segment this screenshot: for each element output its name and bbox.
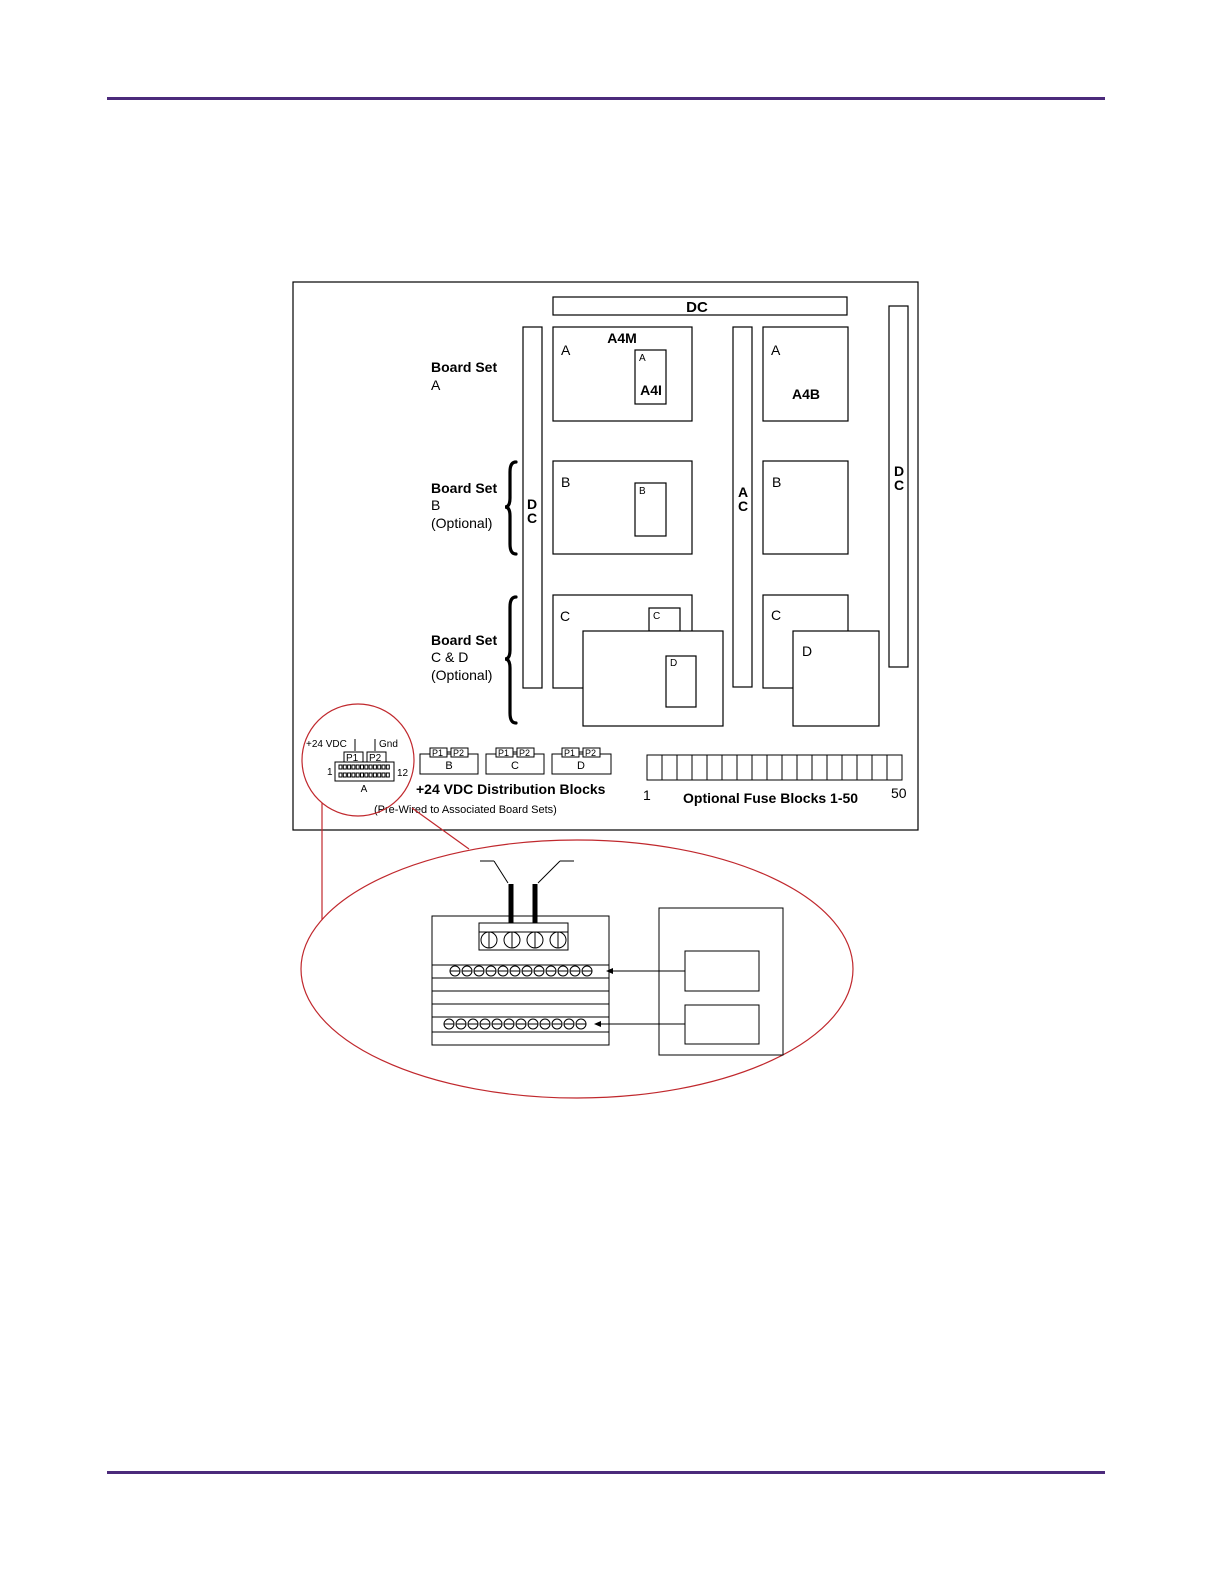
dist-subtitle: (Pre-Wired to Associated Board Sets) — [374, 804, 557, 816]
set-b-line2: (Optional) — [431, 515, 492, 531]
a4b-title: A4B — [792, 386, 820, 402]
dist-a-pin — [361, 773, 364, 777]
dist-a-pin — [356, 765, 359, 769]
dist-b-letter: B — [445, 760, 452, 772]
dist-a-pin — [378, 765, 381, 769]
a4i-letter: A — [639, 353, 646, 364]
a4i-title: A4I — [640, 382, 662, 398]
dist-a-pin — [348, 765, 351, 769]
c-left-letter: C — [560, 608, 570, 624]
dist-d-p2-label: P2 — [585, 748, 596, 758]
set-cd-title: Board Set — [431, 632, 497, 648]
dist-a-pin — [352, 773, 355, 777]
dist-a-pin — [339, 773, 342, 777]
board-d-left — [583, 631, 723, 726]
dist-a-pin — [365, 765, 368, 769]
b-right-letter: B — [772, 474, 781, 490]
dc-right-label-2: C — [894, 477, 904, 493]
fuse-block-cell — [872, 755, 887, 780]
callout-ellipse — [301, 840, 853, 1098]
dist-title: +24 VDC Distribution Blocks — [416, 781, 606, 797]
set-cd-line2: (Optional) — [431, 667, 492, 683]
b-left-letter: B — [561, 474, 570, 490]
magnified-board — [659, 908, 783, 1055]
magnified-connector-lower — [685, 1005, 759, 1044]
dc-top-label: DC — [686, 299, 708, 316]
dist-a-p2-label: P2 — [369, 753, 382, 764]
dist-c-p2-label: P2 — [519, 748, 530, 758]
set-cd-line1: C & D — [431, 649, 468, 665]
a4m-letter: A — [561, 342, 571, 358]
fuse-block-cell — [707, 755, 722, 780]
fuse-block-cell — [842, 755, 857, 780]
dc-left-label-2: C — [527, 510, 537, 526]
dist-a-pin — [369, 773, 372, 777]
dist-a-pin — [369, 765, 372, 769]
dist-a-pin — [348, 773, 351, 777]
dist-a-pin — [356, 773, 359, 777]
dist-d-letter: D — [577, 760, 585, 772]
fuse-block-cell — [722, 755, 737, 780]
brace-board-set-b — [505, 462, 516, 554]
fuse-block-cell — [752, 755, 767, 780]
d-right-letter: D — [802, 643, 812, 659]
set-a-line1: A — [431, 377, 441, 393]
dist-a-pin — [386, 773, 389, 777]
dist-a-pin — [365, 773, 368, 777]
fuse-last: 50 — [891, 785, 907, 801]
dist-b-p2-label: P2 — [453, 748, 464, 758]
fuse-block-cell — [782, 755, 797, 780]
dist-b-p1-label: P1 — [432, 748, 443, 758]
dist-a-pin — [382, 765, 385, 769]
terminal-screw-strip — [479, 923, 568, 950]
brace-board-set-cd — [505, 597, 516, 723]
fuse-block-cell — [767, 755, 782, 780]
fuse-block-cell — [662, 755, 677, 780]
fuse-block-cell — [647, 755, 662, 780]
dist-a-pin — [378, 773, 381, 777]
fuse-block-cell — [797, 755, 812, 780]
dist-a-pin — [343, 765, 346, 769]
dist-a-pin-last: 12 — [397, 768, 409, 779]
dist-a-p1-label: P1 — [346, 753, 359, 764]
set-b-line1: B — [431, 497, 440, 513]
a4b-letter: A — [771, 342, 781, 358]
dist-a-pin — [339, 765, 342, 769]
dist-a-pin — [373, 765, 376, 769]
dist-a-letter: A — [361, 784, 368, 795]
fuse-block-cell — [677, 755, 692, 780]
fuse-block-cell — [737, 755, 752, 780]
fuse-block-cell — [812, 755, 827, 780]
fuse-block-cell — [692, 755, 707, 780]
fuse-first: 1 — [643, 787, 651, 803]
dist-a-pin — [343, 773, 346, 777]
dist-c-p1-label: P1 — [498, 748, 509, 758]
a4m-title: A4M — [607, 330, 637, 346]
c-small-letter: C — [653, 611, 660, 622]
terminal-block — [432, 916, 609, 1045]
d-small-letter: D — [670, 658, 677, 669]
fuse-block-cell — [827, 755, 842, 780]
c-right-letter: C — [771, 607, 781, 623]
dist-a-pin — [373, 773, 376, 777]
fuse-block-cell — [887, 755, 902, 780]
dist-c-letter: C — [511, 760, 519, 772]
dist-a-pin — [352, 765, 355, 769]
dist-a-plus24: +24 VDC — [306, 739, 347, 750]
board-b-left — [553, 461, 692, 554]
dist-a-pin-first: 1 — [327, 767, 333, 778]
dist-a-pin — [386, 765, 389, 769]
fuse-block-cell — [857, 755, 872, 780]
dist-a-pin — [361, 765, 364, 769]
set-a-title: Board Set — [431, 359, 497, 375]
dist-a-gnd: Gnd — [379, 739, 398, 750]
set-b-title: Board Set — [431, 480, 497, 496]
magnified-connector-upper — [685, 951, 759, 991]
dist-a-pin — [382, 773, 385, 777]
ac-mid-label-2: C — [738, 498, 748, 514]
dist-d-p1-label: P1 — [564, 748, 575, 758]
fuse-title: Optional Fuse Blocks 1-50 — [683, 790, 858, 806]
b-small-letter: B — [639, 486, 646, 497]
